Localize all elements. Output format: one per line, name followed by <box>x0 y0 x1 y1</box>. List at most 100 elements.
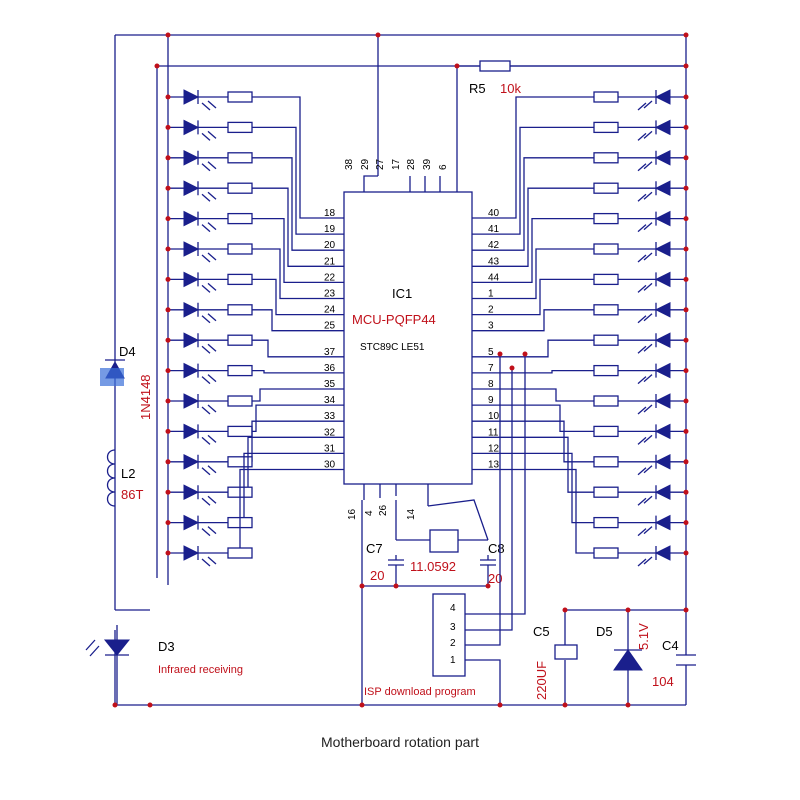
left-led-row <box>168 420 344 476</box>
left-led-row <box>168 149 344 251</box>
d4-diode: D4 1N4148 <box>100 344 153 420</box>
right-led-row <box>472 468 686 567</box>
d5-value: 5.1V <box>636 623 651 650</box>
junction-dot <box>683 246 689 252</box>
left-led-row <box>168 301 344 332</box>
junction-dot <box>625 607 631 613</box>
pin-label: 6 <box>438 164 449 170</box>
pin-label: 7 <box>488 363 494 374</box>
right-led-row <box>472 362 686 385</box>
pin-label: 40 <box>488 208 500 219</box>
left-led-row <box>168 89 344 219</box>
c4-ref: C4 <box>662 638 679 653</box>
c5-ref: C5 <box>533 624 550 639</box>
junction-dot <box>165 307 171 313</box>
ic-part: MCU-PQFP44 <box>352 312 436 327</box>
c5-value: 220UF <box>534 661 549 700</box>
isp-pin-4: 4 <box>450 603 456 614</box>
left-led-row <box>168 332 344 358</box>
right-led-row <box>472 452 686 537</box>
junction-dot <box>165 368 171 374</box>
r5-resistor: R5 10k <box>469 60 521 96</box>
right-led-row <box>472 332 686 358</box>
pin-label: 13 <box>488 460 500 471</box>
r5-value: 10k <box>500 81 521 96</box>
pin-label: 44 <box>488 272 500 283</box>
left-led-row <box>168 404 344 445</box>
junction-dot <box>359 702 365 708</box>
pin-label: 12 <box>488 443 500 454</box>
right-led-row <box>472 420 686 476</box>
ic1-chip: IC1 MCU-PQFP44 STC89C LE51 <box>343 175 473 506</box>
pin-label: 8 <box>488 379 494 390</box>
pin-label: 31 <box>324 443 336 454</box>
pin-label: 22 <box>324 272 336 283</box>
right-led-row <box>472 271 686 316</box>
d4-ref: D4 <box>119 344 136 359</box>
junction-dot <box>154 63 160 69</box>
junction-dot <box>497 351 503 357</box>
pin-label: 9 <box>488 395 494 406</box>
junction-dot <box>165 94 171 100</box>
pin-label: 43 <box>488 256 500 267</box>
junction-dot <box>683 489 689 495</box>
pin-label: 2 <box>488 305 494 316</box>
junction-dot <box>683 607 689 613</box>
isp-header: 4 3 2 1 ISP download program <box>364 354 526 705</box>
pin-label: 32 <box>324 427 336 438</box>
junction-dot <box>165 32 171 38</box>
pin-label: 16 <box>347 508 358 520</box>
left-led-row <box>168 119 344 235</box>
left-led-row <box>168 241 344 300</box>
l2-value: 86T <box>121 487 143 502</box>
crystal-value: 11.0592 <box>410 559 456 574</box>
pin-label: 10 <box>488 411 500 422</box>
power-filter: C5 220UF D5 5.1V C4 104 <box>533 609 696 706</box>
junction-dot <box>683 32 689 38</box>
d3-ir-diode: D3 Infrared receiving <box>85 625 243 705</box>
d3-ref: D3 <box>158 639 175 654</box>
pin-label: 36 <box>324 363 336 374</box>
pin-label: 27 <box>375 158 386 170</box>
junction-dot <box>165 489 171 495</box>
junction-dot <box>683 520 689 526</box>
junction-dots <box>112 32 689 708</box>
pin-label: 34 <box>324 395 336 406</box>
junction-dot <box>375 32 381 38</box>
pin-label: 25 <box>324 321 336 332</box>
junction-dot <box>683 124 689 130</box>
junction-dot <box>112 702 118 708</box>
junction-dot <box>165 155 171 161</box>
pin-label: 39 <box>422 158 433 170</box>
junction-dot <box>485 583 491 589</box>
junction-dot <box>683 155 689 161</box>
pin-label: 33 <box>324 411 336 422</box>
junction-dot <box>509 365 515 371</box>
c7-value: 20 <box>370 568 384 583</box>
junction-dot <box>683 185 689 191</box>
junction-dot <box>165 124 171 130</box>
junction-dot <box>454 63 460 69</box>
right-led-row <box>472 388 686 415</box>
pin-label: 41 <box>488 224 500 235</box>
junction-dot <box>165 216 171 222</box>
pin-label: 3 <box>488 321 494 332</box>
junction-dot <box>683 216 689 222</box>
pin-label: 37 <box>324 347 336 358</box>
right-led-row <box>472 89 686 219</box>
junction-dot <box>359 583 365 589</box>
right-led-row <box>472 149 686 251</box>
oscillator: C7 20 11.0592 C8 20 <box>360 499 505 705</box>
pin-label: 19 <box>324 224 336 235</box>
junction-dot <box>497 702 503 708</box>
pin-label: 26 <box>378 504 389 516</box>
pin-label: 29 <box>360 158 371 170</box>
pin-label: 30 <box>324 460 336 471</box>
junction-dot <box>683 94 689 100</box>
right-led-row <box>472 301 686 332</box>
right-led-row <box>472 436 686 506</box>
right-led-row <box>472 404 686 445</box>
left-led-row <box>168 436 344 506</box>
d4-value: 1N4148 <box>138 374 153 420</box>
